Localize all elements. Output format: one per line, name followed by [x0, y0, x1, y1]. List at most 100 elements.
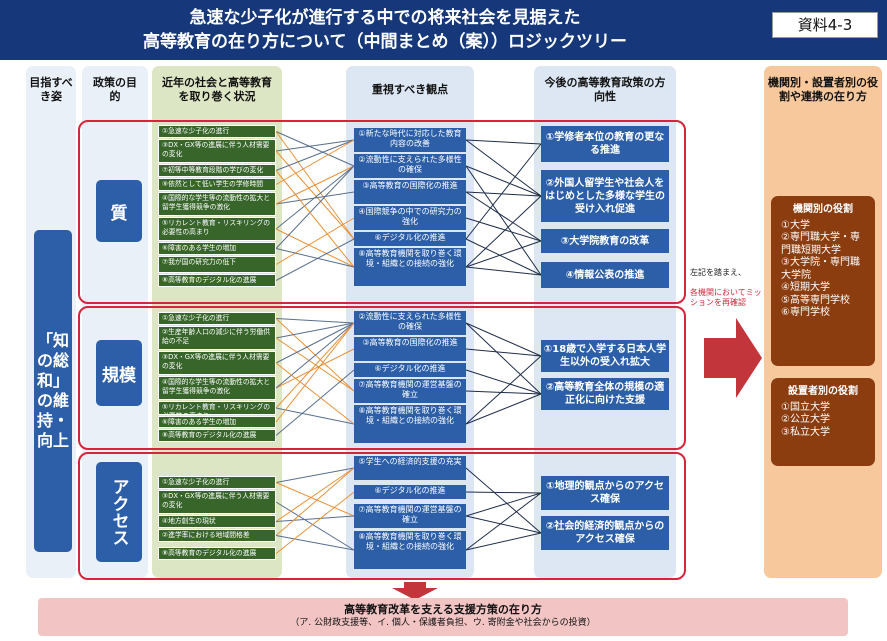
institution-roles-box: 機関別の役割 ①大学 ②専門職大学・専門職短期大学 ③大学院・専門職大学院 ④短… — [771, 196, 875, 366]
quality-direction-2: ②外国人留学生や社会人をはじめとした多様な学生の受け入れ促進 — [541, 170, 669, 222]
quality-viewpoint-4: ④国際競争の中での研究力の強化 — [354, 206, 466, 230]
quality-situation-6: ⑤リカレント教育・リスキリングの必要性の高まり — [158, 217, 276, 241]
access-viewpoint-link — [465, 492, 542, 551]
document-ref-label: 資料4-3 — [772, 12, 878, 38]
quality-viewpoint-link — [465, 139, 542, 145]
quality-situation-3: ⑦初等中等教育段階の学びの変化 — [158, 164, 276, 177]
access-viewpoint-1: ⑤学生への経済的支援の充実 — [354, 456, 466, 480]
quality-viewpoint-link — [465, 217, 542, 242]
scale-viewpoint-link — [465, 322, 542, 395]
section-label-access: アクセス — [96, 462, 142, 562]
quality-viewpoint-link — [465, 165, 542, 276]
quality-situation-link — [275, 217, 355, 265]
scale-viewpoint-2: ③高等教育の国際化の推進 — [354, 337, 466, 361]
scale-situation-link — [275, 318, 355, 324]
quality-viewpoint-link — [465, 266, 542, 276]
scale-viewpoint-link — [465, 390, 542, 395]
founder-roles-list: ①国立大学 ②公立大学 ③私立大学 — [781, 401, 830, 438]
section-access-frame — [78, 452, 686, 580]
quality-viewpoint-link — [465, 238, 542, 276]
access-situation-4: ②進学率における地域間格差 — [158, 529, 276, 542]
quality-situation-link — [275, 139, 355, 185]
scale-situation-4: ④国際的な学生等の流動性の拡大と留学生獲得競争の激化 — [158, 376, 276, 400]
access-viewpoint-3: ⑦高等教育機関の運営基盤の確立 — [354, 504, 466, 528]
scale-situation-link — [275, 322, 355, 423]
situation-header: 近年の社会と高等教育を取り巻く状況 — [162, 76, 272, 103]
access-situation-link — [275, 501, 355, 551]
quality-situation-8: ⑦我が国の研究力の低下 — [158, 256, 276, 273]
scale-viewpoint-link — [465, 348, 542, 357]
access-viewpoint-link — [465, 467, 542, 534]
scale-situation-link — [275, 322, 355, 364]
scale-viewpoint-link — [465, 393, 542, 425]
scale-situation-link — [275, 407, 355, 425]
quality-situation-link — [275, 165, 355, 230]
viewpoint-header: 重視すべき観点 — [371, 83, 449, 96]
quality-viewpoint-3: ③高等教育の国際化の推進 — [354, 180, 466, 204]
scale-situation-2: ②生産年齢人口の減少に伴う労働供給の不足 — [158, 326, 276, 350]
quality-viewpoint-link — [465, 143, 542, 240]
quality-situation-link — [275, 238, 355, 281]
purpose-header: 政策の目的 — [93, 76, 137, 103]
access-situation-link — [275, 467, 355, 536]
quality-situation-1: ①急速な少子化の進行 — [158, 125, 276, 138]
quality-viewpoint-link — [465, 240, 542, 268]
quality-viewpoint-1: ①新たな時代に対応した教育内容の改善 — [354, 128, 466, 152]
direction-header: 今後の高等教育政策の方向性 — [544, 76, 666, 103]
quality-viewpoint-link — [465, 191, 542, 197]
access-situation-link — [275, 535, 355, 551]
institution-roles-title: 機関別の役割 — [793, 204, 853, 215]
support-measures-title: 高等教育改革を支える支援方策の在り方 — [344, 603, 542, 616]
scale-situation-link — [275, 348, 355, 389]
quality-situation-link — [275, 248, 355, 268]
access-direction-1: ①地理的観点からのアクセス確保 — [541, 476, 669, 510]
access-viewpoint-link — [465, 532, 542, 551]
scale-viewpoint-link — [465, 369, 542, 395]
quality-situation-2: ③DX・GX等の進展に伴う人材需要の変化 — [158, 139, 276, 163]
quality-situation-7: ⑥障害のある学生の増加 — [158, 242, 276, 255]
access-situation-5: ⑧高等教育のデジタル化の進展 — [158, 547, 276, 560]
scale-situation-link — [275, 362, 355, 425]
section-label-scale: 規模 — [96, 340, 142, 406]
scale-viewpoint-3: ⑥デジタル化の推進 — [354, 363, 466, 377]
header-banner: 急速な少子化が進行する中での将来社会を見据えた 高等教育の在り方について（中間ま… — [0, 0, 887, 60]
access-situation-link — [275, 467, 355, 483]
quality-situation-link — [275, 139, 355, 171]
down-arrow-icon — [392, 582, 438, 600]
access-situation-link — [275, 482, 355, 517]
quality-situation-link — [275, 165, 355, 249]
scale-situation-5: ⑤リカレント教育・リスキリングの必要性の高まり — [158, 401, 276, 415]
note-text: 左記を踏まえ、 — [690, 268, 746, 277]
quality-viewpoint-link — [465, 139, 542, 197]
access-situation-link — [275, 491, 355, 554]
section-label-quality: 質 — [96, 180, 142, 242]
section-quality-frame — [78, 120, 686, 304]
scale-viewpoint-link — [465, 322, 542, 357]
access-situation-1: ①急速な少子化の進行 — [158, 476, 276, 489]
scale-viewpoint-5: ⑧高等教育機関を取り巻く環境・組織との接続の強化 — [354, 405, 466, 443]
access-viewpoint-2: ⑥デジタル化の推進 — [354, 485, 466, 499]
quality-direction-1: ①学修者本位の教育の更なる推進 — [541, 126, 669, 162]
access-situation-link — [275, 515, 355, 522]
quality-situation-5: ④国際的な学生等の流動性の拡大と留学生獲得競争の激化 — [158, 192, 276, 216]
founder-roles-box: 設置者別の役割 ①国立大学 ②公立大学 ③私立大学 — [771, 378, 875, 466]
quality-viewpoint-link — [465, 195, 542, 268]
scale-situation-6: ⑥障害のある学生の増加 — [158, 416, 276, 428]
quality-situation-link — [275, 170, 355, 268]
scale-viewpoint-1: ②流動性に支えられた多様性の確保 — [354, 311, 466, 335]
scale-viewpoint-4: ⑦高等教育機関の運営基盤の確立 — [354, 379, 466, 403]
quality-situation-link — [275, 228, 355, 268]
scale-direction-2: ②高等教育全体の規模の適正化に向けた支援 — [541, 378, 669, 410]
access-situation-3: ④地方創生の現状 — [158, 515, 276, 528]
institution-roles-list: ①大学 ②専門職大学・専門職短期大学 ③大学院・専門職大学院 ④短期大学 ⑤高等… — [781, 219, 860, 319]
scale-situation-1: ①急速な少子化の進行 — [158, 312, 276, 325]
quality-viewpoint-5: ⑥デジタル化の推進 — [354, 232, 466, 246]
scale-situation-link — [275, 322, 355, 409]
access-direction-2: ②社会的経済的観点からのアクセス確保 — [541, 516, 669, 550]
access-situation-link — [275, 467, 355, 522]
access-viewpoint-link — [465, 491, 542, 494]
support-measures-banner: 高等教育改革を支える支援方策の在り方 （ア. 公財政支援等、イ. 個人・保護者負… — [38, 598, 848, 636]
scale-situation-link — [275, 337, 355, 392]
quality-situation-link — [275, 165, 355, 205]
